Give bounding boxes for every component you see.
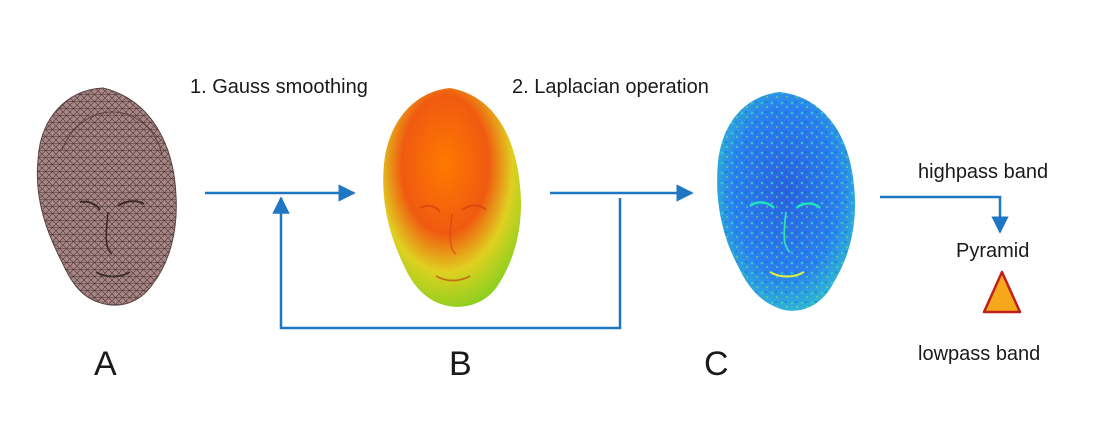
stage-b-label: B — [449, 345, 472, 383]
lowpass-band-label: lowpass band — [918, 343, 1041, 365]
stage-c-label: C — [704, 345, 729, 383]
arrow-c-to-pyramid — [880, 195, 1009, 234]
step1-label: 1. Gauss smoothing — [190, 76, 368, 98]
step2-label: 2. Laplacian operation — [512, 76, 709, 98]
pyramid-icon — [982, 270, 1022, 314]
arrows — [205, 184, 1009, 330]
head-c-laplacian-image — [717, 92, 856, 311]
feedback-loop-arrow — [272, 196, 622, 330]
highpass-band-label: highpass band — [918, 161, 1049, 183]
head-a-mesh-image — [36, 87, 177, 306]
head-b-smoothed-image — [383, 88, 522, 307]
stage-a-label: A — [94, 345, 117, 383]
pyramid-label: Pyramid — [956, 240, 1030, 262]
